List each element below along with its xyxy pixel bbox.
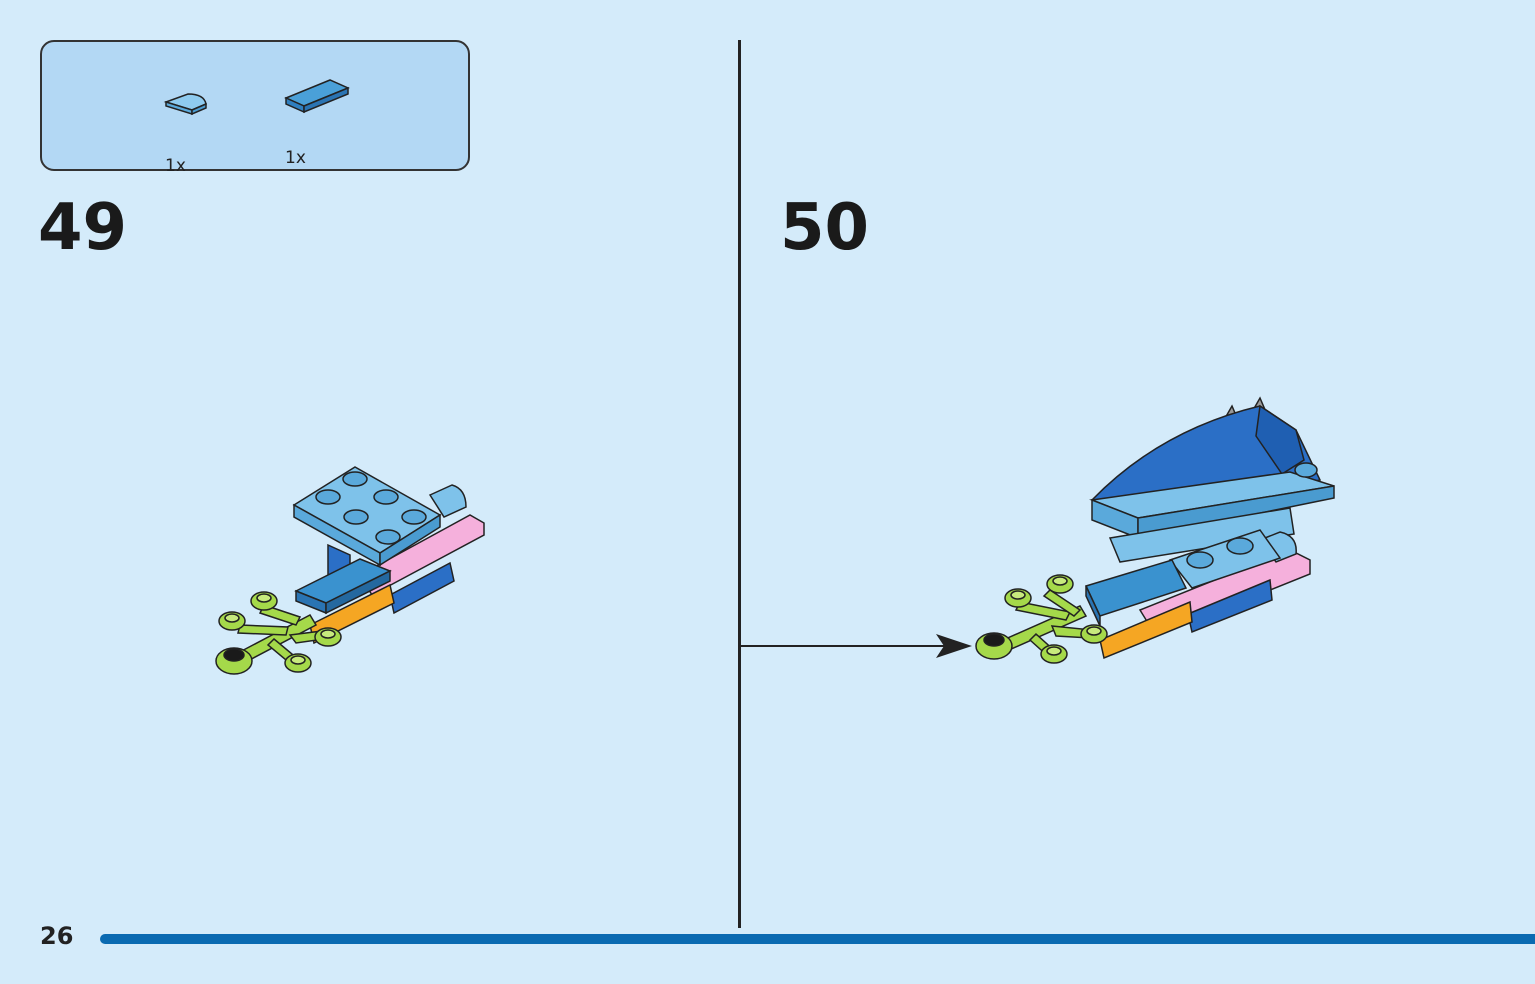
part-quarter-round-tile: 1x [160,80,240,176]
step-49-model-illustration [215,466,485,675]
part-flat-tile: 1x [280,72,360,168]
flat-tile-1x2-icon [284,79,350,114]
footer-bar [100,934,1535,944]
parts-callout-box: 1x 1x [40,40,470,176]
part-quantity: 1x [165,156,186,176]
step-number: 50 [780,191,870,265]
arrow-icon [740,634,972,658]
quarter-round-tile-icon [163,93,207,116]
step-number: 49 [38,191,128,265]
step-50-model-illustration [975,396,1335,664]
page-number: 26 [40,922,74,950]
part-quantity: 1x [285,148,306,168]
step-divider-line [738,40,741,928]
